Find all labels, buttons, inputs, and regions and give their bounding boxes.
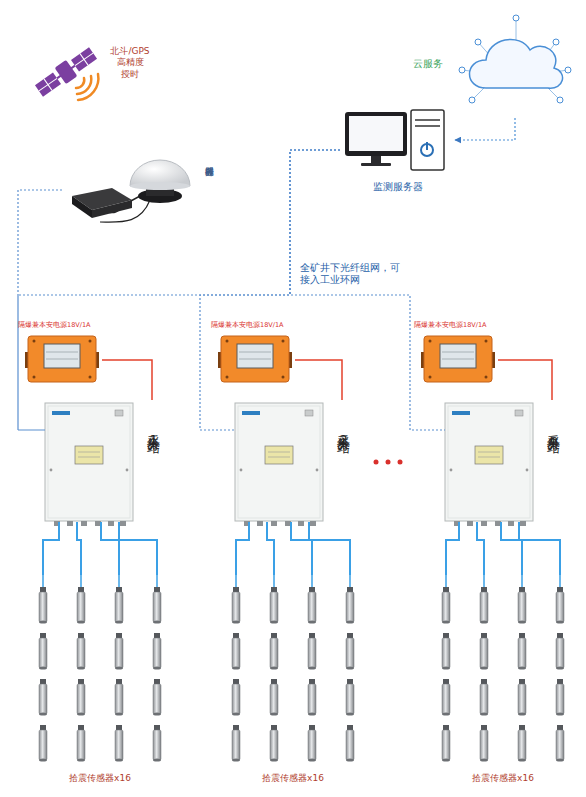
gps-receiver <box>72 160 190 222</box>
power-supply <box>218 336 292 382</box>
node-text: 云服务 <box>413 58 443 71</box>
station-cabinet <box>445 403 533 526</box>
node-text: 拾震传感器x16 <box>218 773 368 784</box>
power-supply-node: 隔爆兼本安电源18V/1A <box>22 318 102 388</box>
server-node: 监测服务器 <box>340 105 455 197</box>
connector <box>446 522 560 575</box>
signal-waves <box>76 74 98 100</box>
sensor-array <box>39 575 161 762</box>
ellipsis-dots <box>374 460 403 465</box>
connector <box>295 360 342 400</box>
power-supply <box>25 336 99 382</box>
computer-icon <box>345 110 444 170</box>
sensor-group-node: 拾震传感器x16 <box>428 575 578 790</box>
sensor-group-node: 拾震传感器x16 <box>218 575 368 790</box>
sensor-group-node: 拾震传感器x16 <box>25 575 175 790</box>
connector <box>200 150 340 430</box>
satellite-node: 北斗/GPS 高精度 授时 <box>30 40 175 105</box>
sensor-array <box>442 575 564 762</box>
node-text: 采集分站n <box>545 424 561 449</box>
connector <box>102 360 152 400</box>
power-supply-node: 隔爆兼本安电源18V/1A <box>215 318 295 388</box>
cloud-icon <box>459 15 571 103</box>
station-cabinet <box>45 403 133 526</box>
node-text: 采集分站1 <box>145 424 161 449</box>
satellite-icon <box>33 45 99 99</box>
station-cabinet <box>235 403 323 526</box>
connector <box>455 118 515 140</box>
node-text: 隔爆兼本安电源18V/1A <box>211 321 284 329</box>
power-supply <box>421 336 495 382</box>
node-text: 北斗/GPS 高精度 授时 <box>108 46 152 80</box>
station-node: 采集分站1 <box>45 400 167 522</box>
cloud-node: 云服务 <box>405 28 565 118</box>
connector <box>18 150 340 430</box>
connector <box>236 522 350 575</box>
connector <box>18 190 62 430</box>
timing-server-node: 授时服务器 <box>62 148 222 232</box>
station-node: 采集分站2 <box>235 400 357 522</box>
node-text: 隔爆兼本安电源18V/1A <box>414 321 487 329</box>
node-text: 拾震传感器x16 <box>25 773 175 784</box>
node-text: 采集分站2 <box>335 424 351 449</box>
connector <box>43 522 157 575</box>
connector <box>498 360 552 400</box>
node-text: 拾震传感器x16 <box>428 773 578 784</box>
node-text: 监测服务器 <box>340 181 455 194</box>
network-note: 全矿井下光纤组网，可接入工业环网 <box>300 262 408 286</box>
node-text: 隔爆兼本安电源18V/1A <box>18 321 91 329</box>
station-node: 采集分站n <box>445 400 567 522</box>
power-supply-node: 隔爆兼本安电源18V/1A <box>418 318 498 388</box>
sensor-array <box>232 575 354 762</box>
